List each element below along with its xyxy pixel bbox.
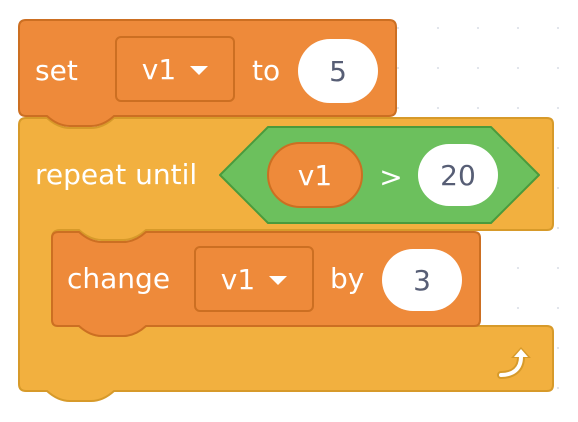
set-to-label: to bbox=[252, 54, 281, 87]
condition-value-input[interactable]: 20 bbox=[418, 144, 498, 206]
repeat-until-label: repeat until bbox=[35, 158, 198, 191]
change-value-text: 3 bbox=[413, 263, 431, 297]
set-value-text: 5 bbox=[329, 54, 347, 88]
loop-arrow-icon bbox=[497, 347, 531, 379]
set-variable-name: v1 bbox=[141, 52, 177, 86]
condition-variable-reporter[interactable]: v1 bbox=[267, 142, 363, 208]
change-by-label: by bbox=[330, 262, 365, 295]
set-value-input[interactable]: 5 bbox=[298, 39, 378, 103]
set-variable-dropdown[interactable]: v1 bbox=[115, 36, 235, 102]
condition-variable-name: v1 bbox=[297, 158, 333, 192]
set-label: set bbox=[35, 54, 78, 87]
condition-value-text: 20 bbox=[440, 158, 476, 192]
chevron-down-icon bbox=[190, 66, 209, 75]
greater-than-symbol: > bbox=[379, 160, 403, 194]
change-variable-name: v1 bbox=[220, 262, 256, 296]
change-value-input[interactable]: 3 bbox=[382, 249, 462, 311]
chevron-down-icon bbox=[269, 276, 288, 285]
change-variable-dropdown[interactable]: v1 bbox=[194, 246, 314, 312]
change-label: change bbox=[67, 262, 171, 295]
